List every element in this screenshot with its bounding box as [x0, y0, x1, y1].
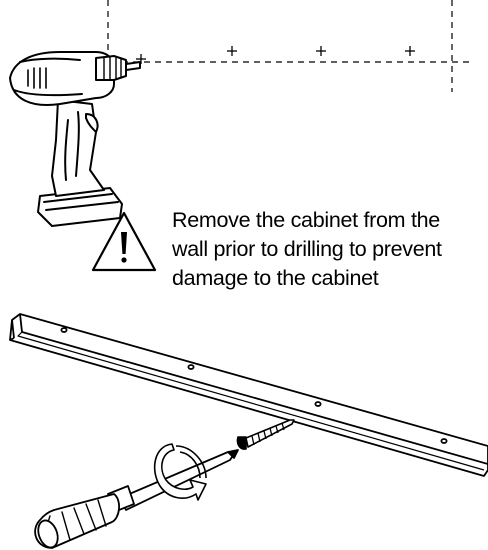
warning-line-2: wall prior to drilling to prevent	[172, 237, 442, 261]
screwdriver-icon	[34, 449, 239, 549]
warning-message: Remove the cabinet from the wall prior t…	[172, 206, 488, 293]
warning-line-3: damage to the cabinet	[172, 266, 379, 290]
warning-line-1: Remove the cabinet from the	[172, 208, 440, 232]
rotation-arrow-icon	[153, 443, 207, 501]
drill-mark-icon	[227, 46, 237, 56]
drill-icon	[9, 51, 141, 227]
wall-guide-lines	[107, 0, 474, 92]
drill-mark-icon	[316, 46, 326, 56]
warning-triangle-icon	[91, 211, 157, 272]
drill-mark-icon	[405, 46, 415, 56]
rail-hole	[187, 364, 195, 370]
mounting-rail	[9, 313, 488, 477]
rail-hole	[314, 401, 322, 407]
screw-icon	[236, 419, 295, 450]
drill-marks	[136, 46, 415, 64]
rail-hole	[440, 438, 448, 444]
rail-hole	[60, 327, 68, 333]
